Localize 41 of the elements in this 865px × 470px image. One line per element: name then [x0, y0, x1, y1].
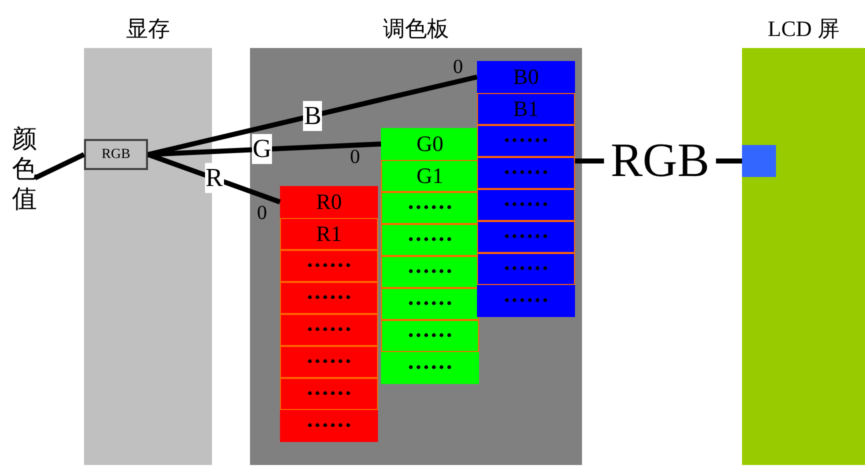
palette-cell: •••••• — [477, 157, 575, 189]
edge-label: R — [204, 163, 224, 194]
band-heading: 调色板 — [382, 15, 450, 43]
edge-label: B — [303, 100, 322, 131]
palette-cell: G1 — [381, 160, 479, 192]
connector-line — [34, 152, 86, 180]
palette-cell: •••••• — [477, 253, 575, 285]
palette-cell: •••••• — [381, 224, 479, 256]
memory-cell: RGB — [84, 139, 148, 170]
palette-cell: •••••• — [477, 125, 575, 157]
connector-line — [148, 142, 382, 157]
palette-cell: •••••• — [381, 288, 479, 320]
edge-label: G — [252, 134, 272, 164]
index-label: 0 — [453, 56, 463, 79]
palette-cell: •••••• — [477, 221, 575, 253]
palette-cell: •••••• — [280, 378, 378, 410]
palette-cell: •••••• — [280, 410, 378, 442]
palette-cell: •••••• — [381, 256, 479, 288]
palette-cell: •••••• — [381, 352, 479, 384]
connector-line — [575, 158, 604, 164]
pixel-square — [742, 145, 776, 177]
palette-cell: •••••• — [280, 250, 378, 282]
band-heading: LCD 屏 — [766, 15, 840, 43]
palette-cell: G0 — [381, 128, 479, 160]
palette-cell: R0 — [280, 186, 378, 218]
index-label: 0 — [257, 202, 267, 225]
palette-cell: •••••• — [280, 346, 378, 378]
band-heading: 显存 — [125, 15, 171, 43]
palette-cell: •••••• — [477, 285, 575, 317]
palette-cell: •••••• — [280, 282, 378, 314]
palette-cell: R1 — [280, 218, 378, 250]
value-label: 颜色值 — [12, 125, 37, 225]
palette-cell: B0 — [477, 61, 575, 93]
palette-cell: B1 — [477, 93, 575, 125]
palette-cell: •••••• — [381, 192, 479, 224]
connector-line — [716, 158, 742, 164]
signal-label: RGB — [604, 136, 716, 186]
palette-cell: •••••• — [477, 189, 575, 221]
palette-cell: •••••• — [381, 320, 479, 352]
palette-cell: •••••• — [280, 314, 378, 346]
index-label: 0 — [350, 146, 360, 169]
